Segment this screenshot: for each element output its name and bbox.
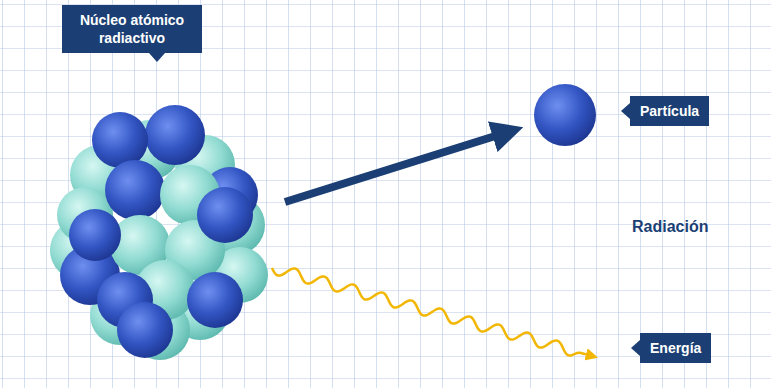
callout-text: Núcleo atómico radiactivo <box>72 11 192 47</box>
energy-callout: Energía <box>640 333 711 363</box>
nucleus-callout: Núcleo atómico radiactivo <box>62 5 202 53</box>
energy-wave <box>272 268 592 356</box>
callout-text: Energía <box>650 339 701 357</box>
particle-arrow <box>285 132 508 202</box>
radioactive-nucleus <box>50 105 268 360</box>
particle-callout: Partícula <box>630 96 709 126</box>
radiation-label: Radiación <box>632 218 708 236</box>
particle-sphere <box>534 84 596 146</box>
callout-text: Partícula <box>640 102 699 120</box>
